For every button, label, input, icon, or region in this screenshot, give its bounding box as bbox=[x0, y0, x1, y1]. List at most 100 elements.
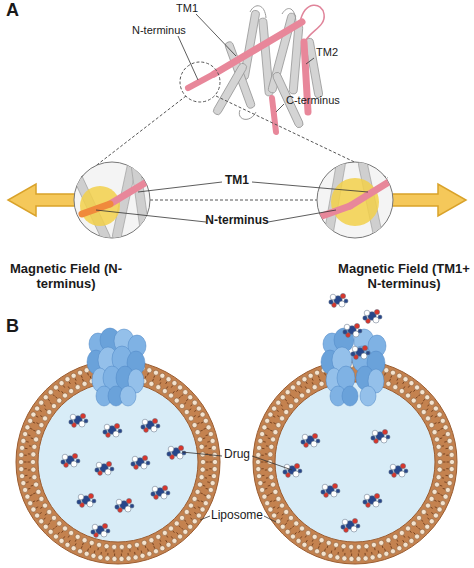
lipid-tail bbox=[419, 394, 421, 396]
drug-molecule bbox=[371, 429, 390, 443]
lipid-head bbox=[31, 452, 36, 457]
lipid-tail bbox=[431, 410, 433, 411]
atom bbox=[389, 470, 393, 474]
lipid-head bbox=[57, 398, 62, 403]
lipid-head bbox=[197, 482, 202, 487]
lipid-tail bbox=[344, 553, 345, 555]
lipid-tail bbox=[443, 453, 445, 454]
drug-molecule bbox=[343, 323, 362, 337]
callout-label: Drug bbox=[207, 448, 267, 462]
lipid-head bbox=[328, 553, 333, 558]
lipid-tail bbox=[75, 378, 76, 380]
lipid-tail bbox=[270, 422, 272, 423]
lipid-head bbox=[71, 546, 76, 551]
atom bbox=[312, 433, 317, 438]
lipid-tail bbox=[263, 481, 265, 483]
lipid-head bbox=[390, 549, 395, 554]
drug-molecule bbox=[363, 493, 382, 507]
lipid-head bbox=[36, 430, 41, 435]
lipid-tail bbox=[94, 551, 96, 553]
lipid-tail bbox=[186, 399, 188, 401]
drug-molecule bbox=[115, 498, 134, 512]
lipid-tail bbox=[48, 523, 50, 525]
lipid-head bbox=[370, 555, 375, 560]
callout-label: Liposome bbox=[202, 509, 272, 523]
lipid-head bbox=[147, 368, 152, 373]
lipid-head bbox=[211, 474, 216, 479]
atom bbox=[103, 430, 107, 434]
atom bbox=[152, 486, 158, 492]
lipid-tail bbox=[295, 532, 297, 534]
lipid-head bbox=[36, 489, 41, 494]
lipid-head bbox=[127, 544, 132, 549]
lipid-tail bbox=[121, 550, 122, 552]
lipid-tail bbox=[100, 552, 101, 554]
lipid-tail bbox=[28, 453, 30, 454]
lipid-tail bbox=[266, 445, 268, 446]
lipid-head bbox=[35, 513, 40, 518]
atom bbox=[330, 294, 336, 300]
lipid-tail bbox=[197, 500, 199, 501]
lipid-tail bbox=[45, 514, 47, 515]
lipid-head bbox=[140, 553, 145, 558]
lipid-head bbox=[21, 438, 26, 443]
lipid-head bbox=[425, 524, 430, 529]
lipid-tail bbox=[44, 405, 46, 407]
lipid-tail bbox=[327, 546, 329, 548]
atom bbox=[352, 346, 358, 352]
lipid-head bbox=[437, 507, 442, 512]
atom bbox=[167, 452, 171, 456]
lipid-head bbox=[184, 509, 189, 514]
atom bbox=[142, 455, 147, 460]
lipid-head bbox=[449, 459, 454, 464]
lipid-head bbox=[290, 534, 295, 539]
atom bbox=[162, 485, 167, 490]
lipid-head bbox=[256, 452, 261, 457]
lipid-head bbox=[377, 553, 382, 558]
lipid-head bbox=[30, 459, 35, 464]
atom bbox=[371, 436, 375, 440]
lipid-tail bbox=[290, 528, 292, 530]
lipid-head bbox=[172, 381, 177, 386]
lipid-tail bbox=[177, 532, 179, 534]
lipid-head bbox=[210, 438, 215, 443]
atom bbox=[316, 439, 320, 443]
lipid-head bbox=[77, 370, 82, 375]
lipid-head bbox=[443, 425, 448, 430]
lipid-head bbox=[265, 501, 270, 506]
lipid-tail bbox=[30, 494, 32, 496]
lipid-tail bbox=[365, 553, 366, 555]
atom bbox=[131, 462, 135, 466]
lipid-head bbox=[280, 524, 285, 529]
atom bbox=[72, 453, 77, 458]
panel-letter: A bbox=[6, 0, 19, 21]
lipid-tail bbox=[129, 549, 130, 551]
liposome bbox=[16, 360, 220, 564]
lipid-head bbox=[51, 403, 56, 408]
lipid-tail bbox=[97, 548, 99, 550]
lipid-tail bbox=[416, 397, 418, 399]
lipid-tail bbox=[166, 382, 167, 384]
lipid-tail bbox=[390, 546, 392, 548]
lipid-head bbox=[411, 398, 416, 403]
leader-line bbox=[178, 36, 198, 80]
drug-molecule bbox=[77, 493, 96, 507]
lipid-tail bbox=[160, 543, 161, 545]
lipid-tail bbox=[128, 553, 129, 555]
lipid-tail bbox=[48, 399, 50, 401]
lipid-tail bbox=[206, 488, 208, 490]
lipid-tail bbox=[105, 549, 106, 551]
lipid-head bbox=[299, 526, 304, 531]
atom bbox=[61, 460, 65, 464]
lipid-tail bbox=[300, 536, 301, 538]
lipid-tail bbox=[33, 422, 35, 423]
lipid-head bbox=[192, 496, 197, 501]
drug-molecule bbox=[283, 463, 302, 477]
lipid-tail bbox=[134, 552, 135, 554]
lipid-head bbox=[265, 418, 270, 423]
atom bbox=[142, 419, 148, 425]
lipid-head bbox=[390, 370, 395, 375]
lipid-tail bbox=[358, 550, 359, 552]
lipid-head bbox=[208, 487, 213, 492]
lipid-head bbox=[199, 444, 204, 449]
